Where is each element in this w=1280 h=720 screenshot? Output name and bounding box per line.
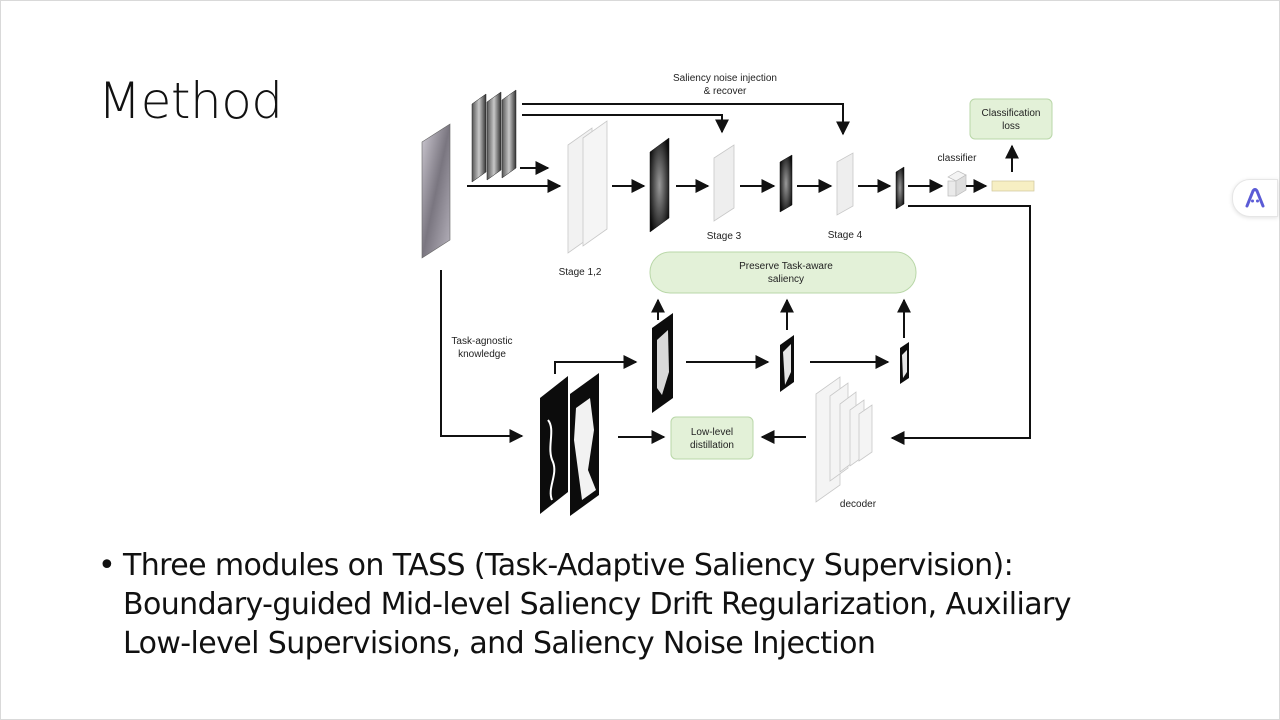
task-agnostic-line1: Task-agnostic	[451, 336, 512, 347]
binary-midlevel-maps	[652, 313, 909, 413]
stage4-label: Stage 4	[828, 230, 863, 241]
stage3-block	[713, 144, 735, 222]
bullet-line-3: Low-level Supervisions, and Saliency Noi…	[123, 626, 876, 661]
binary-saliency-maps	[540, 373, 599, 516]
stage4-output-map	[895, 166, 905, 210]
bullet-item: • Three modules on TASS (Task-Adaptive S…	[98, 546, 1218, 663]
classifier-output-bar	[991, 180, 1035, 192]
stage12-label: Stage 1,2	[559, 267, 602, 278]
input-image	[421, 123, 451, 259]
bullet-list: • Three modules on TASS (Task-Adaptive S…	[98, 546, 1218, 663]
slide-title: Method	[98, 72, 283, 130]
lowlevel-label-line2: distillation	[690, 440, 734, 451]
bullet-dot-icon: •	[98, 548, 116, 583]
stage12-block	[567, 120, 608, 254]
decoder-block	[815, 376, 873, 503]
floating-assistant-button[interactable]	[1232, 179, 1278, 217]
decoder-label: decoder	[840, 499, 877, 510]
noise-label-line1: Saliency noise injection	[673, 73, 777, 84]
stage3-label: Stage 3	[707, 231, 742, 242]
classification-loss-box	[969, 98, 1053, 140]
classifier-cube	[947, 170, 967, 197]
classifier-label: classifier	[938, 153, 978, 164]
bullet-line-2: Boundary-guided Mid-level Saliency Drift…	[123, 587, 1072, 622]
classification-loss-line1: Classification	[982, 108, 1041, 119]
noise-feature-stack	[471, 89, 517, 183]
bullet-line-1: Three modules on TASS (Task-Adaptive Sal…	[123, 548, 1014, 583]
noise-label-line2: & recover	[704, 86, 747, 97]
preserve-label-line2: saliency	[768, 274, 804, 285]
lowlevel-distillation-box	[670, 416, 754, 460]
preserve-saliency-box	[649, 251, 917, 294]
diagram-arrows	[440, 103, 1031, 445]
preserve-label-line1: Preserve Task-aware	[739, 261, 833, 272]
lowlevel-label-line1: Low-level	[691, 427, 733, 438]
stage12-output-map	[649, 137, 670, 233]
stage4-block	[836, 152, 854, 216]
stage3-output-map	[779, 154, 793, 213]
classification-loss-line2: loss	[1002, 121, 1020, 132]
assistant-icon	[1245, 188, 1265, 208]
task-agnostic-line2: knowledge	[458, 349, 506, 360]
